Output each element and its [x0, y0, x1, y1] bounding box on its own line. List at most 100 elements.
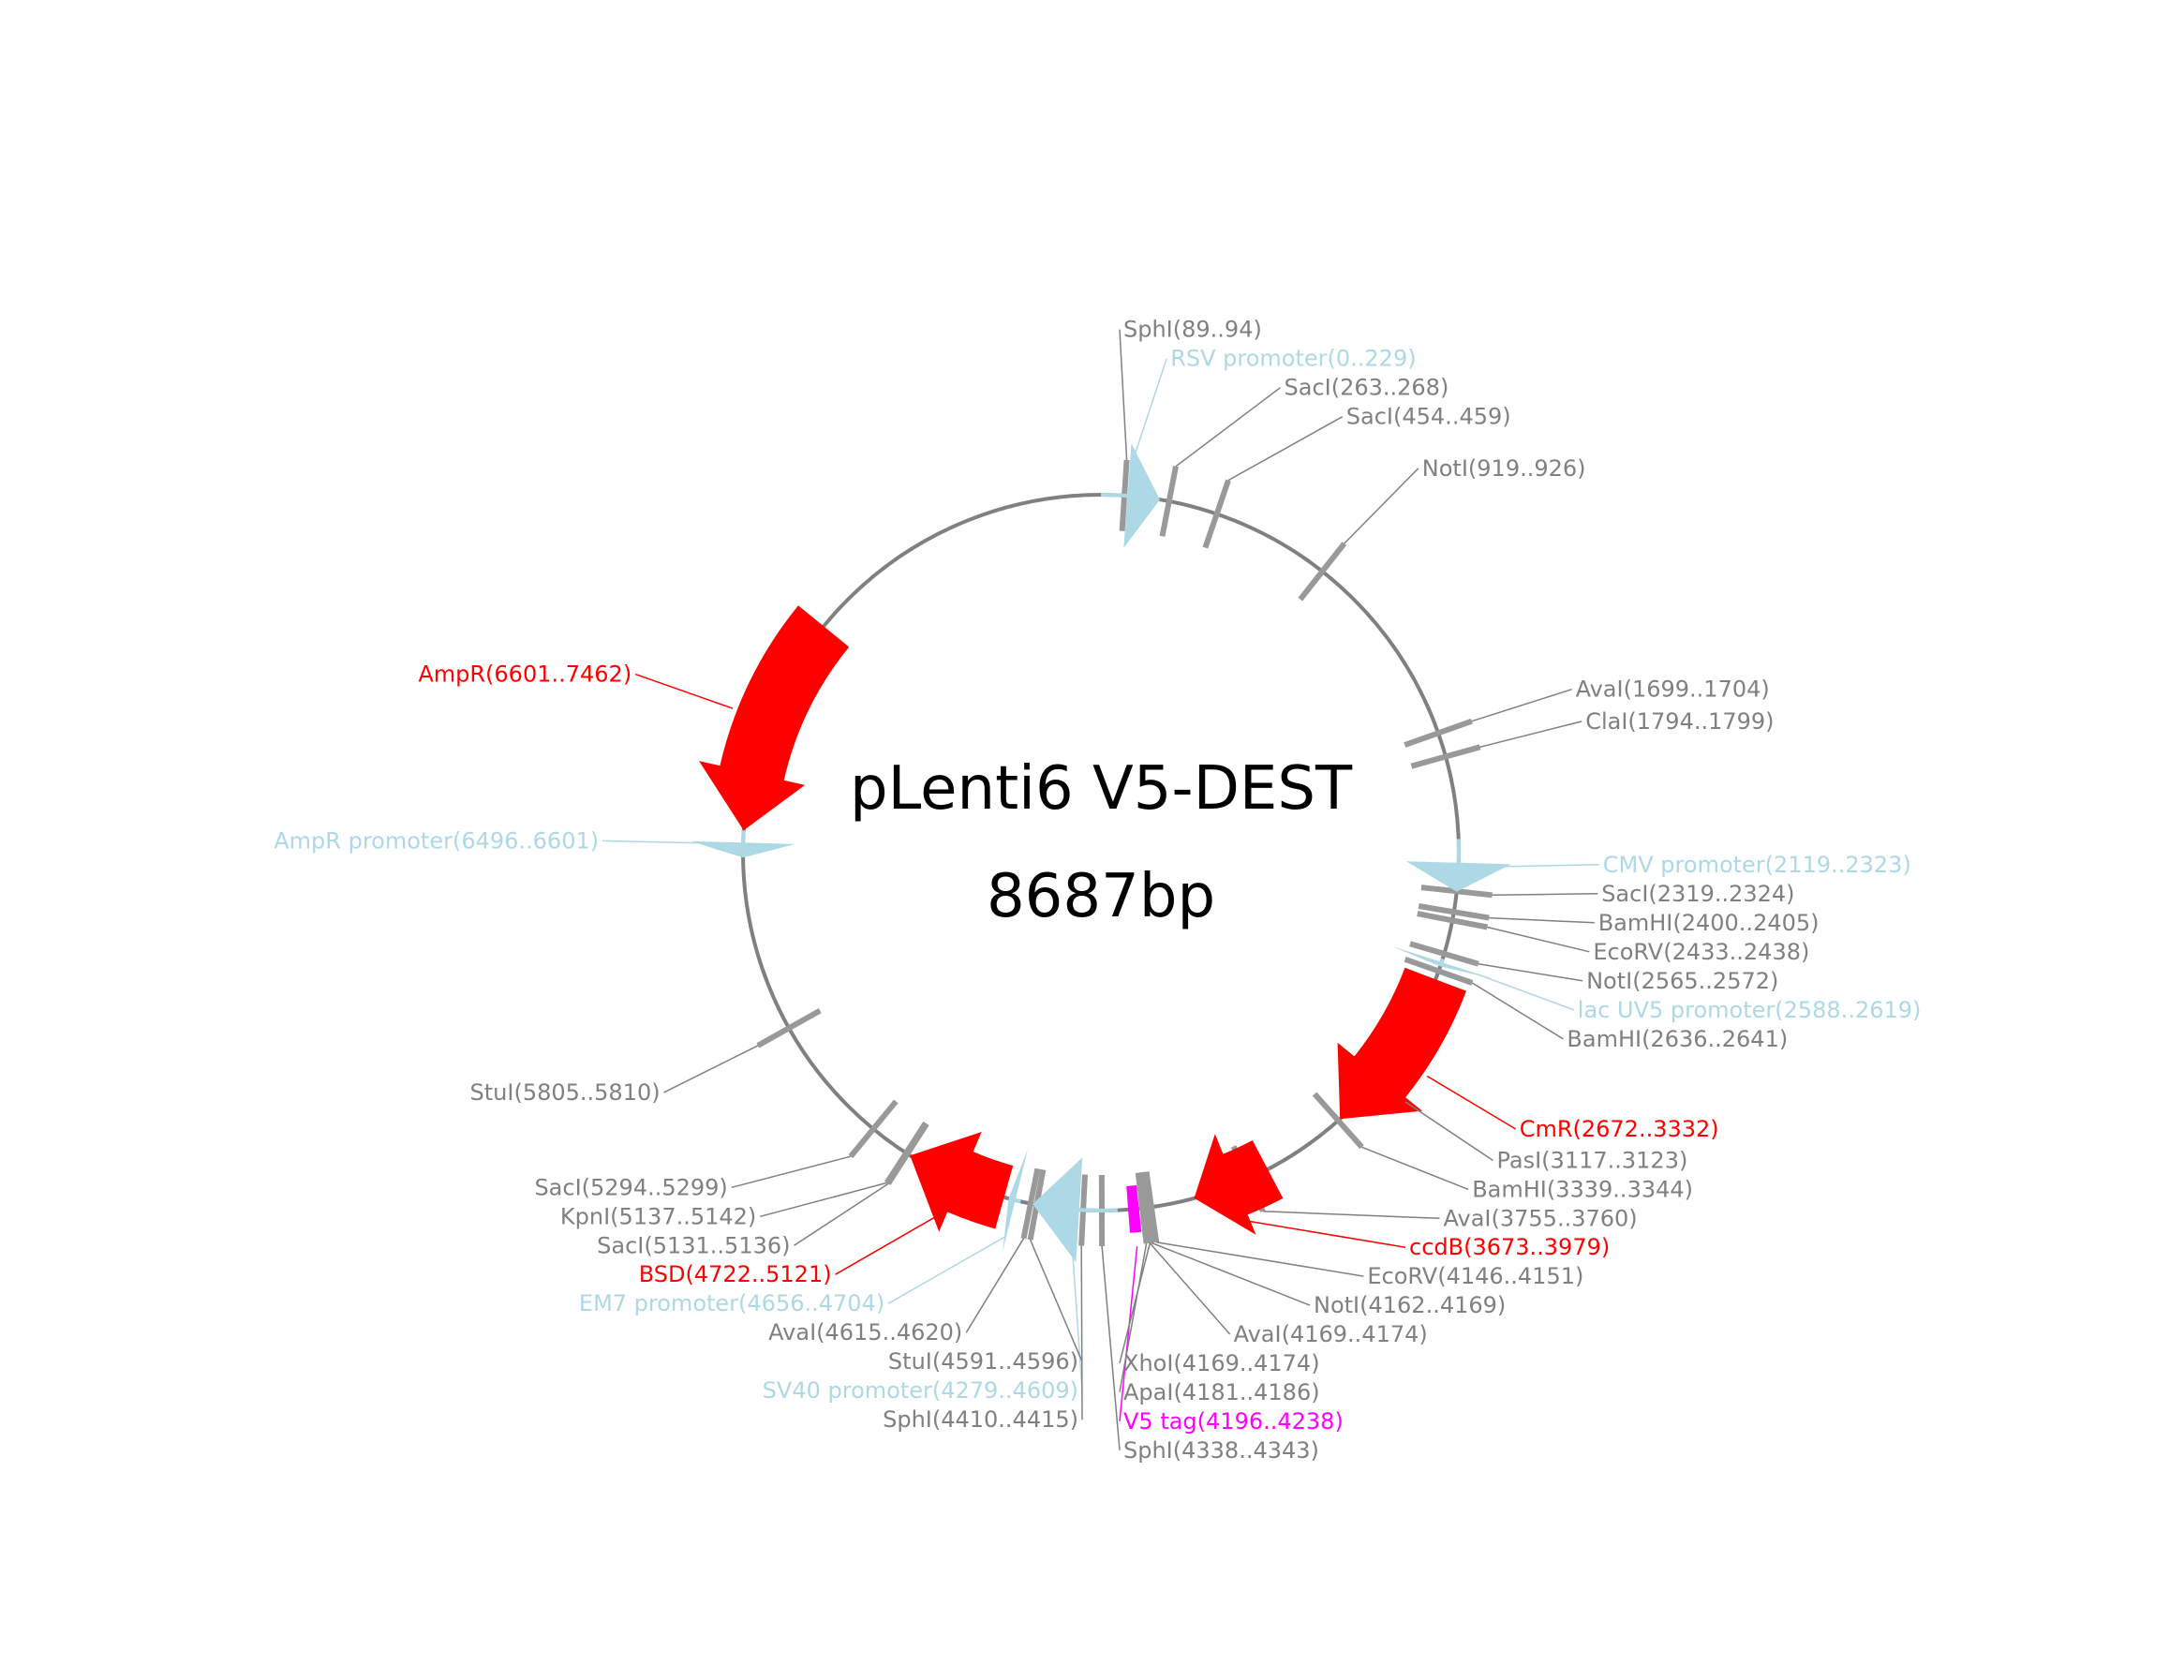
- leader-apai-4181-4186: [1119, 1243, 1148, 1392]
- leader-bamhi-3339-3344: [1361, 1146, 1469, 1191]
- leader-saci-5131-5136: [794, 1182, 889, 1246]
- plasmid-name: pLenti6 V5-DEST: [850, 754, 1353, 824]
- label-lac-uv5-promoter-2588-2619: lac UV5 promoter(2588..2619): [1578, 997, 1922, 1023]
- site-mark-bamhi-2636-2641: [1404, 956, 1474, 986]
- feature-cmv-promoter: [1405, 839, 1511, 892]
- site-mark-noti-2565-2572: [1409, 941, 1479, 967]
- label-ecorv-4146-4151: EcoRV(4146..4151): [1367, 1263, 1583, 1289]
- label-v5-tag-4196-4238: V5 tag(4196..4238): [1123, 1408, 1344, 1435]
- label-stui-5805-5810: StuI(5805..5810): [470, 1079, 661, 1106]
- site-mark-noti-919-926: [1298, 542, 1347, 602]
- label-sphi-4338-4343: SphI(4338..4343): [1123, 1437, 1319, 1464]
- label-saci-263-268: SacI(263..268): [1285, 375, 1449, 401]
- label-em7-promoter-4656-4704: EM7 promoter(4656..4704): [579, 1290, 884, 1316]
- leader-stui-4591-4596: [1029, 1239, 1083, 1362]
- feature-bsd-arrow: [910, 1132, 1014, 1232]
- features-layer: [691, 443, 1511, 1263]
- label-stui-4591-4596: StuI(4591..4596): [888, 1348, 1078, 1375]
- feature-ampr-arrow: [699, 605, 850, 831]
- label-noti-2565-2572: NotI(2565..2572): [1586, 968, 1778, 994]
- feature-v5-tag-arrow: [1126, 1185, 1142, 1233]
- leader-avai-1699-1704: [1471, 688, 1572, 722]
- feature-ccdb-arrow: [1194, 1134, 1284, 1235]
- label-noti-919-926: NotI(919..926): [1422, 455, 1586, 482]
- labels-layer: RSV promoter(0..229) CMV promoter(2119..2…: [274, 317, 1921, 1464]
- label-sv40-promoter-4279-4609: SV40 promoter(4279..4609): [763, 1377, 1078, 1404]
- label-cmv-promoter-2119-2323: CMV promoter(2119..2323): [1603, 852, 1911, 878]
- label-bamhi-2636-2641: BamHI(2636..2641): [1567, 1026, 1788, 1052]
- leader-saci-454-459: [1227, 416, 1344, 482]
- label-sphi-89-94: SphI(89..94): [1123, 317, 1262, 343]
- feature-lac-uv5-promoter: [1391, 945, 1492, 979]
- site-mark-saci-5294-5299: [848, 1099, 899, 1159]
- label-avai-3755-3760: AvaI(3755..3760): [1444, 1205, 1638, 1231]
- label-noti-4162-4169: NotI(4162..4169): [1314, 1292, 1506, 1318]
- label-sphi-4410-4415: SphI(4410..4415): [883, 1406, 1078, 1433]
- leader-avai-4615-4620: [965, 1238, 1025, 1333]
- label-xhoi-4169-4174: XhoI(4169..4174): [1123, 1350, 1320, 1376]
- leader-noti-919-926: [1344, 468, 1419, 544]
- label-saci-454-459: SacI(454..459): [1346, 404, 1511, 430]
- leader-em7-promoter-4656-4704: [887, 1235, 1006, 1304]
- label-leaders-layer: [602, 329, 1599, 1450]
- site-mark-bamhi-3339-3344: [1312, 1092, 1364, 1150]
- leader-rsv-promoter-0-229: [1133, 358, 1167, 459]
- label-rsv-promoter-0-229: RSV promoter(0..229): [1170, 346, 1416, 372]
- leader-clai-1794-1799: [1479, 721, 1582, 749]
- label-avai-4615-4620: AvaI(4615..4620): [768, 1319, 962, 1345]
- leader-saci-263-268: [1175, 387, 1281, 468]
- leader-ampr-6601-7462: [634, 673, 734, 709]
- leader-lac-uv5-promoter-2588-2619: [1477, 973, 1575, 1011]
- label-apai-4181-4186: ApaI(4181..4186): [1123, 1379, 1320, 1405]
- leader-sv40-promoter-4279-4609: [1071, 1246, 1083, 1391]
- leader-bamhi-2400-2405: [1489, 916, 1595, 924]
- leader-pasi-3117-3123: [1404, 1101, 1493, 1162]
- label-ccdb-3673-3979: ccdB(3673..3979): [1409, 1234, 1610, 1260]
- restriction-sites-layer: [756, 459, 1493, 1247]
- label-bsd-4722-5121: BSD(4722..5121): [639, 1261, 832, 1287]
- site-mark-apai-4181-4186: [1135, 1172, 1150, 1244]
- leader-ecorv-4146-4151: [1156, 1241, 1364, 1277]
- leader-saci-5294-5299: [731, 1155, 852, 1189]
- leader-noti-2565-2572: [1478, 962, 1583, 982]
- leader-sphi-4338-4343: [1101, 1245, 1121, 1450]
- leader-bamhi-2636-2641: [1471, 982, 1564, 1040]
- label-pasi-3117-3123: PasI(3117..3123): [1497, 1148, 1688, 1174]
- site-mark-kpni-5137-5142: [884, 1121, 929, 1185]
- label-kpni-5137-5142: KpnI(5137..5142): [560, 1203, 756, 1229]
- label-ampr-6601-7462: AmpR(6601..7462): [418, 662, 631, 688]
- site-mark-avai-4615-4620: [1020, 1167, 1041, 1240]
- leader-cmv-promoter-2119-2323: [1495, 864, 1599, 868]
- feature-rsv-promoter: [1101, 443, 1160, 548]
- leader-sphi-4410-4415: [1080, 1245, 1083, 1420]
- leader-xhoi-4169-4174: [1119, 1242, 1151, 1363]
- leader-v5-tag-4196-4238: [1119, 1246, 1138, 1421]
- leader-kpni-5137-5142: [760, 1182, 887, 1218]
- label-bamhi-3339-3344: BamHI(3339..3344): [1472, 1176, 1693, 1202]
- leader-saci-2319-2324: [1492, 893, 1598, 897]
- feature-cmr-arrow: [1337, 967, 1466, 1120]
- site-mark-stui-5805-5810: [756, 1007, 822, 1048]
- leader-sphi-89-94: [1119, 329, 1128, 460]
- label-ampr-promoter-6496-6601: AmpR promoter(6496..6601): [274, 827, 599, 854]
- site-mark-ecorv-4146-4151: [1143, 1171, 1160, 1243]
- site-mark-saci-263-268: [1159, 466, 1179, 537]
- label-cmr-2672-3332: CmR(2672..3332): [1520, 1116, 1719, 1142]
- label-ecorv-2433-2438: EcoRV(2433..2438): [1593, 939, 1809, 965]
- label-bamhi-2400-2405: BamHI(2400..2405): [1598, 910, 1820, 936]
- label-avai-1699-1704: AvaI(1699..1704): [1576, 676, 1770, 703]
- feature-ampr-promoter: [691, 830, 796, 858]
- leader-ccdb-3673-3979: [1245, 1220, 1406, 1248]
- label-saci-5294-5299: SacI(5294..5299): [534, 1174, 727, 1200]
- label-saci-5131-5136: SacI(5131..5136): [597, 1232, 790, 1258]
- leader-avai-3755-3760: [1262, 1211, 1440, 1220]
- leader-avai-4169-4174: [1149, 1242, 1231, 1335]
- site-mark-clai-1794-1799: [1410, 744, 1481, 769]
- leader-stui-5805-5810: [663, 1045, 759, 1093]
- feature-em7-promoter: [1003, 1149, 1028, 1252]
- site-mark-xhoi-4169-4174: [1137, 1171, 1153, 1244]
- label-clai-1794-1799: ClaI(1794..1799): [1585, 708, 1774, 735]
- leader-cmr-2672-3332: [1426, 1075, 1517, 1130]
- site-mark-ecorv-2433-2438: [1417, 911, 1488, 930]
